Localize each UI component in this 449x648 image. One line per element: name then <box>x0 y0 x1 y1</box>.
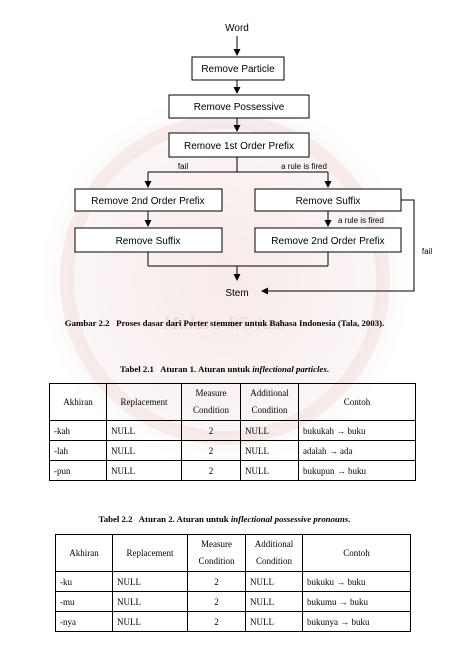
table-cell: 2 <box>181 420 241 441</box>
table1-number: Tabel 2.1 <box>120 364 154 374</box>
table-cell: -ku <box>55 571 113 592</box>
remove-suffix-left-label: Remove Suffix <box>116 236 181 247</box>
table-cell: 2 <box>187 611 246 632</box>
table2-header-row: Akhiran Replacement Measure Condition Ad… <box>55 534 411 572</box>
table-row: -nya NULL 2 NULL bukunya → buku <box>55 611 411 632</box>
word-label: Word <box>225 23 249 34</box>
table1-caption: Tabel 2.1 Aturan 1. Aturan untuk inflect… <box>120 364 329 374</box>
table-header: Additional Condition <box>240 383 299 421</box>
table-header: Measure Condition <box>187 534 246 572</box>
table-row: -pun NULL 2 NULL bukupun → buku <box>49 460 416 481</box>
box-remove-possessive <box>168 94 310 119</box>
box-remove-suffix-right <box>254 188 402 212</box>
table-header: Akhiran <box>55 534 113 572</box>
table-cell: NULL <box>245 571 303 592</box>
table-cell: NULL <box>106 460 182 481</box>
table-cell: -kah <box>49 420 107 441</box>
table-row: -mu NULL 2 NULL bukumu → buku <box>55 591 411 612</box>
remove-suffix-right-label: Remove Suffix <box>296 196 361 207</box>
box-remove-second-prefix-right <box>254 227 402 253</box>
table-header: Akhiran <box>49 383 107 421</box>
table-cell: NULL <box>106 440 182 461</box>
arrow-fail-to-stem <box>261 199 415 295</box>
stem-label: Stem <box>225 288 248 299</box>
rule-fired-right-label: a rule is fired <box>338 216 384 225</box>
table-row: -lah NULL 2 NULL adalah → ada <box>49 440 416 461</box>
table2-italic: inflectional possessive pronouns <box>230 514 349 524</box>
table-cell: NULL <box>106 420 182 441</box>
remove-second-prefix-right-label: Remove 2nd Order Prefix <box>271 236 384 247</box>
table1: Akhiran Replacement Measure Condition Ad… <box>49 383 416 481</box>
table-cell: NULL <box>112 591 188 612</box>
fail-right-label: fail <box>422 247 432 256</box>
table-header: Replacement <box>106 383 182 421</box>
box-remove-particle <box>191 56 285 81</box>
table-cell: -pun <box>49 460 107 481</box>
figure-number: Gambar 2.2 <box>64 318 110 328</box>
table-cell: NULL <box>240 420 299 441</box>
table-cell: bukukah → buku <box>298 420 416 441</box>
table-cell: 2 <box>187 591 246 612</box>
table2-prefix: Aturan 2. Aturan untuk <box>138 514 229 524</box>
table-cell: NULL <box>112 611 188 632</box>
remove-second-prefix-left-label: Remove 2nd Order Prefix <box>91 196 204 207</box>
table-cell: bukupun → buku <box>298 460 416 481</box>
table-cell: 2 <box>187 571 246 592</box>
table-cell: bukuku → buku <box>302 571 411 592</box>
table-header: Measure Condition <box>181 383 241 421</box>
table-cell: NULL <box>240 460 299 481</box>
table-cell: adalah → ada <box>298 440 416 461</box>
table-row: -ku NULL 2 NULL bukuku → buku <box>55 571 411 592</box>
table-header: Contoh <box>298 383 416 421</box>
table-cell: -mu <box>55 591 113 612</box>
table-cell: -lah <box>49 440 107 461</box>
box-remove-suffix-left <box>74 227 223 253</box>
figure-caption: Gambar 2.2 Proses dasar dari Porter stem… <box>0 318 449 328</box>
seal-motto: Mularo Wiriam <box>163 313 287 333</box>
table-cell: NULL <box>245 591 303 612</box>
box-remove-second-prefix-left <box>74 188 223 212</box>
table-cell: bukumu → buku <box>302 591 411 612</box>
remove-particle-label: Remove Particle <box>201 64 275 75</box>
fail-left-label: fail <box>178 162 188 171</box>
remove-possessive-label: Remove Possessive <box>194 102 285 113</box>
rule-fired-top-label: a rule is fired <box>281 162 327 171</box>
table-row: -kah NULL 2 NULL bukukah → buku <box>49 420 416 441</box>
table1-header-row: Akhiran Replacement Measure Condition Ad… <box>49 383 416 421</box>
table-header: Replacement <box>112 534 188 572</box>
table2-caption: Tabel 2.2 Aturan 2. Aturan untuk inflect… <box>98 514 351 524</box>
table2: Akhiran Replacement Measure Condition Ad… <box>55 534 411 632</box>
table-cell: bukunya → buku <box>302 611 411 632</box>
figure-text: Proses dasar dari Porter stemmer untuk B… <box>116 318 385 328</box>
table2-number: Tabel 2.2 <box>98 514 133 524</box>
porter-stemmer-flowchart: Word Remove Particle Remove Possessive R… <box>74 23 432 299</box>
box-remove-first-prefix <box>168 132 310 158</box>
table-cell: 2 <box>181 440 241 461</box>
table-cell: NULL <box>240 440 299 461</box>
table-header: Contoh <box>302 534 411 572</box>
table-cell: 2 <box>181 460 241 481</box>
table1-italic: inflectional particles <box>252 364 327 374</box>
table-cell: NULL <box>245 611 303 632</box>
remove-first-prefix-label: Remove 1st Order Prefix <box>184 141 294 152</box>
table1-prefix: Aturan 1. Aturan untuk <box>160 364 251 374</box>
table-header: Additional Condition <box>245 534 303 572</box>
table-cell: NULL <box>112 571 188 592</box>
table-cell: -nya <box>55 611 113 632</box>
